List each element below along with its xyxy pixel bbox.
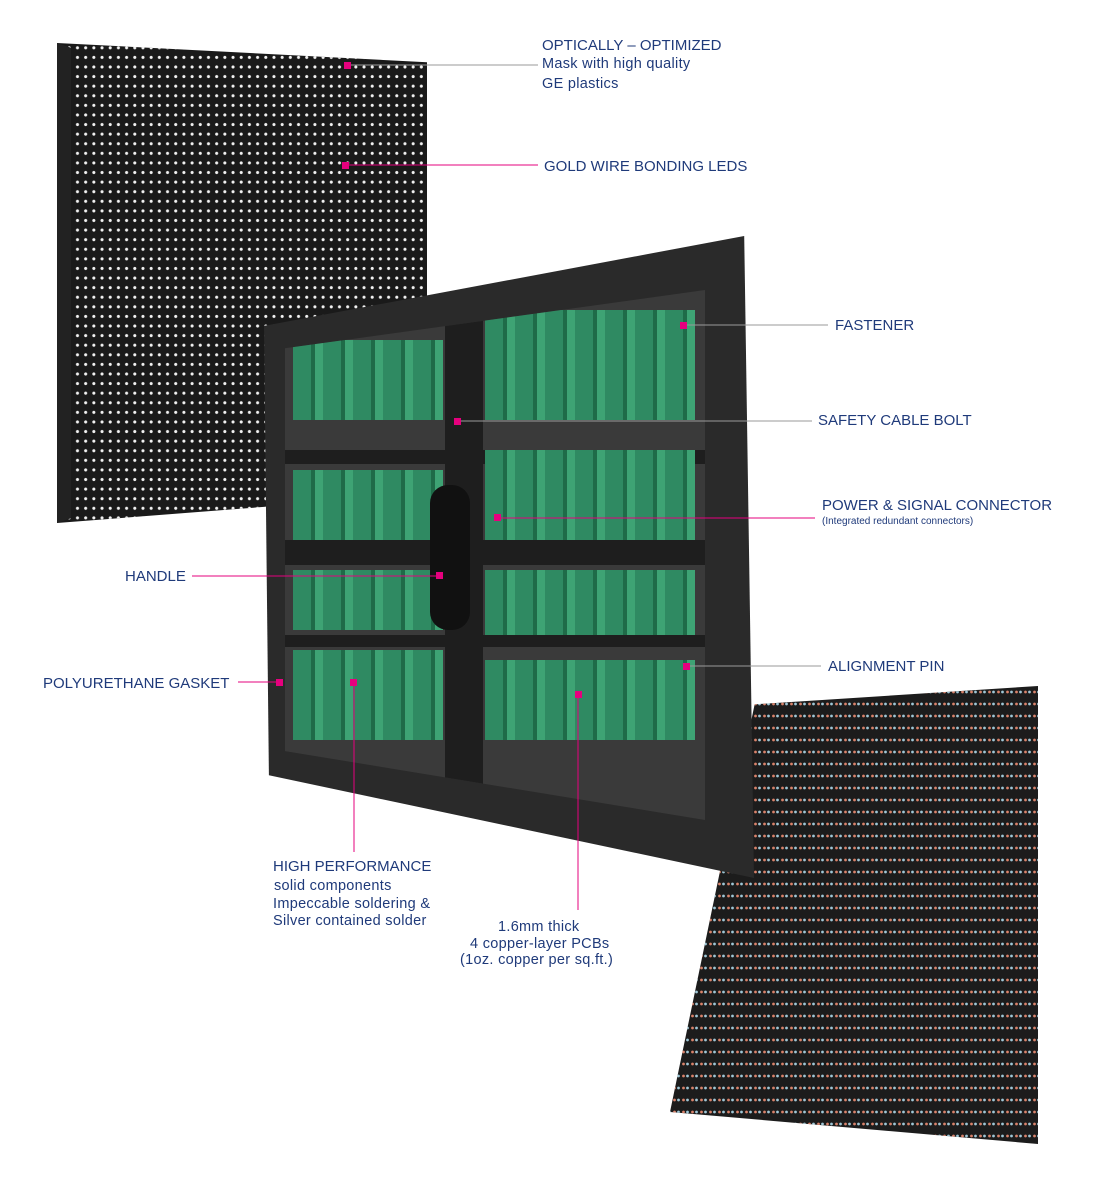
label-safety-cable-bolt: SAFETY CABLE BOLT (818, 412, 972, 429)
marker-dot (350, 679, 357, 686)
label-hp-line3: Silver contained solder (273, 913, 427, 929)
pcb-board (485, 450, 695, 540)
label-power-signal: POWER & SIGNAL CONNECTOR (822, 497, 1053, 514)
frame-rail (285, 540, 705, 565)
pcb-board (485, 310, 695, 420)
label-high-performance: HIGH PERFORMANCE (273, 858, 432, 875)
label-pcb-line1: 1.6mm thick (498, 919, 580, 935)
marker-dot (342, 162, 349, 169)
front-led-panel-color (670, 686, 1038, 1144)
module-handle (430, 485, 470, 630)
panel-edge (57, 43, 71, 523)
marker-dot (575, 691, 582, 698)
label-hp-line1: solid components (274, 878, 392, 894)
pcb-board (293, 650, 443, 740)
pcb-board (293, 570, 443, 630)
label-alignment-pin: ALIGNMENT PIN (828, 658, 945, 675)
marker-dot (276, 679, 283, 686)
marker-dot (494, 514, 501, 521)
label-optically-line1: Mask with high quality (542, 56, 691, 72)
label-gold-wire: GOLD WIRE BONDING LEDS (544, 158, 748, 175)
pcb-board (485, 570, 695, 645)
label-optically-title: OPTICALLY – OPTIMIZED (542, 37, 722, 54)
label-pcb-line3: (1oz. copper per sq.ft.) (460, 952, 614, 968)
pcb-board (293, 340, 443, 420)
frame-rail (285, 635, 705, 647)
marker-dot (454, 418, 461, 425)
marker-dot (344, 62, 351, 69)
marker-dot (436, 572, 443, 579)
label-fastener: FASTENER (835, 317, 915, 334)
label-hp-line2: Impeccable soldering & (273, 896, 431, 912)
label-gasket: POLYURETHANE GASKET (43, 675, 230, 692)
label-power-signal-note: (Integrated redundant connectors) (822, 516, 974, 527)
label-handle: HANDLE (125, 568, 186, 585)
label-optically-line2: GE plastics (542, 76, 619, 92)
front-led-panel-white (57, 43, 427, 523)
marker-dot (680, 322, 687, 329)
pcb-board (485, 660, 695, 740)
pcb-board (293, 470, 443, 550)
marker-dot (683, 663, 690, 670)
label-pcb-line2: 4 copper-layer PCBs (470, 936, 610, 952)
